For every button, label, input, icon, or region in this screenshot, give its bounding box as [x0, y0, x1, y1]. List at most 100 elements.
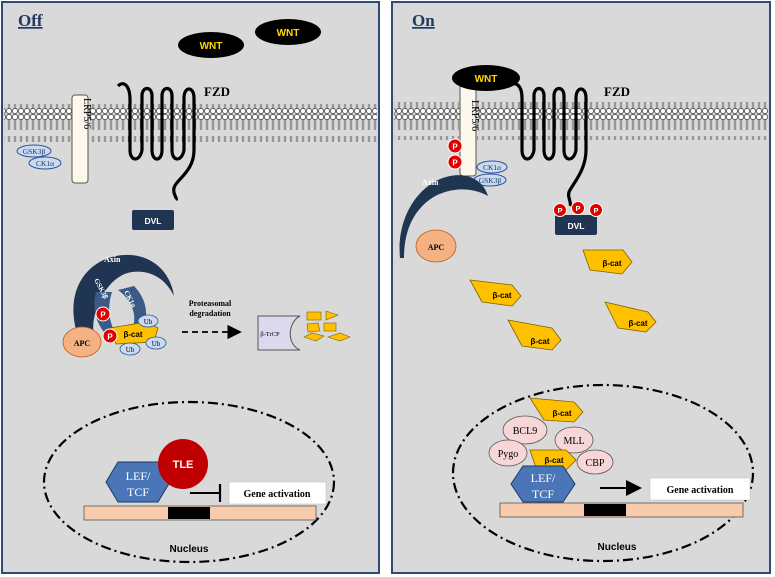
- ubiquitin-2: [119, 342, 141, 356]
- phospho-site-1-off: [95, 306, 111, 322]
- wnt-label-2: WNT: [277, 28, 300, 39]
- bcl9-label: BCL9: [513, 426, 537, 437]
- dvl-off: [132, 210, 174, 230]
- on-title: On: [412, 11, 435, 30]
- nucleus-label-on: Nucleus: [598, 542, 637, 553]
- nucleus-off: [42, 400, 336, 564]
- on-panel: On LRP5/6 FZD WNT P P CK1α GSK3β Axin AP…: [391, 1, 771, 574]
- dvl-on: [555, 215, 597, 235]
- dvl-phospho-2: [571, 201, 585, 215]
- axin-label-on: Axin: [422, 178, 439, 187]
- lef-label-line1-off: LEF/: [126, 469, 151, 483]
- beta-catenin-bound-label: β-cat: [123, 330, 142, 339]
- btrcp-label: β-TrCP: [260, 331, 280, 338]
- gsk3b-label-off: GSK3β: [23, 147, 46, 156]
- dvl-phospho-label-2: P: [575, 204, 580, 213]
- axin-scaffold: [73, 254, 174, 332]
- lef-label-line2-on: TCF: [532, 487, 554, 501]
- beta-catenin-free-label-2: β-cat: [492, 291, 511, 300]
- lef-label-line1-on: LEF/: [531, 471, 556, 485]
- lrp56-label-off: LRP5/6: [81, 98, 92, 129]
- dvl-phospho-1: [553, 203, 567, 217]
- btrcp-proteasome: [257, 315, 301, 351]
- ubiquitin-label-1: Ub: [144, 318, 153, 326]
- axin-label-off: Axin: [104, 255, 121, 264]
- target-gene-off: [168, 507, 210, 519]
- apc-on: [415, 229, 457, 263]
- ck1a-on: [476, 160, 508, 174]
- wnt-label-1: WNT: [200, 41, 223, 52]
- apc-off: [62, 326, 102, 358]
- fzd-receptor-on: [507, 82, 588, 207]
- apc-label-off: APC: [74, 339, 91, 348]
- dvl-label-off: DVL: [145, 216, 162, 226]
- axin-on: [399, 175, 488, 258]
- off-title: Off: [18, 11, 43, 30]
- degradation-label-line1: Proteasomal: [189, 299, 232, 308]
- bcl9: [502, 415, 548, 445]
- lrp56-receptor-off: [71, 94, 89, 184]
- tle-repressor: [158, 439, 208, 489]
- mll: [554, 426, 594, 454]
- target-gene-on: [584, 504, 626, 516]
- destruction-complex: Axin GSK3β CK1α APC β-cat P P Ub Ub Ub: [62, 254, 174, 358]
- beta-catenin-free-1: [582, 249, 633, 275]
- beta-catenin-nuclear: [529, 397, 584, 423]
- beta-catenin-complex: [529, 449, 577, 471]
- gene-activation-label-on: Gene activation: [667, 485, 734, 496]
- degraded-beta-catenin-fragments: [303, 310, 351, 342]
- beta-catenin-free-4: [507, 319, 562, 351]
- wnt-ligand-bound: [452, 65, 520, 91]
- lef-tcf-on: [510, 465, 576, 503]
- ck1a-off: [28, 156, 62, 170]
- beta-catenin-free-label-4: β-cat: [530, 337, 549, 346]
- ck1a-label-on: CK1α: [483, 163, 501, 172]
- degradation-label-line2: degradation: [189, 309, 231, 318]
- beta-catenin-free-3: [604, 301, 657, 333]
- dvl-phospho-3: [589, 203, 603, 217]
- fzd-receptor-off: [116, 82, 196, 202]
- pygo: [488, 439, 528, 467]
- gsk3b-label-on: GSK3β: [479, 176, 502, 185]
- wnt-label-on: WNT: [475, 74, 498, 85]
- gene-activation-label-off: Gene activation: [244, 489, 311, 500]
- pygo-label: Pygo: [498, 449, 519, 460]
- ubiquitin-3: [145, 336, 167, 350]
- cbp: [576, 449, 614, 475]
- fzd-label-off: FZD: [204, 84, 230, 99]
- lrp-phospho-label-2: P: [452, 159, 458, 168]
- off-panel: Off WNT WNT LRP5/6 GSK3β CK1α FZD DVL Ax…: [1, 1, 380, 574]
- cell-membrane-on: [394, 102, 768, 140]
- dvl-phospho-label-3: P: [593, 206, 598, 215]
- cell-membrane-off: [4, 104, 377, 142]
- lrp-phospho-label-1: P: [452, 143, 458, 152]
- beta-catenin-free-2: [469, 279, 522, 307]
- lrp56-label-on: LRP5/6: [469, 100, 480, 131]
- beta-catenin-complex-label: β-cat: [544, 456, 563, 465]
- dvl-phospho-label-1: P: [557, 206, 562, 215]
- wnt-ligand-1: [178, 32, 244, 58]
- phospho-label-2-off: P: [107, 333, 113, 342]
- fzd-label-on: FZD: [604, 84, 630, 99]
- beta-catenin-nuclear-label: β-cat: [552, 409, 571, 418]
- wnt-ligand-2: [255, 19, 321, 45]
- beta-catenin-free-label-1: β-cat: [602, 259, 621, 268]
- ubiquitin-label-2: Ub: [126, 346, 135, 354]
- nucleus-label-off: Nucleus: [170, 544, 209, 555]
- ubiquitin-1: [137, 314, 159, 328]
- gsk3b-off: [16, 144, 52, 158]
- ubiquitin-label-3: Ub: [152, 340, 161, 348]
- beta-catenin-free-label-3: β-cat: [628, 319, 647, 328]
- phospho-label-1-off: P: [100, 311, 106, 320]
- lrp-phospho-1: [447, 138, 463, 154]
- cbp-label: CBP: [586, 458, 605, 469]
- gene-activation-box-on: [649, 477, 751, 501]
- lef-label-line2-off: TCF: [127, 485, 149, 499]
- lrp-phospho-2: [447, 154, 463, 170]
- phospho-site-2-off: [102, 328, 118, 344]
- gene-activation-box-off: [228, 481, 327, 505]
- dvl-label-on: DVL: [568, 221, 585, 231]
- nucleus-on: [451, 383, 755, 563]
- mll-label: MLL: [563, 436, 584, 447]
